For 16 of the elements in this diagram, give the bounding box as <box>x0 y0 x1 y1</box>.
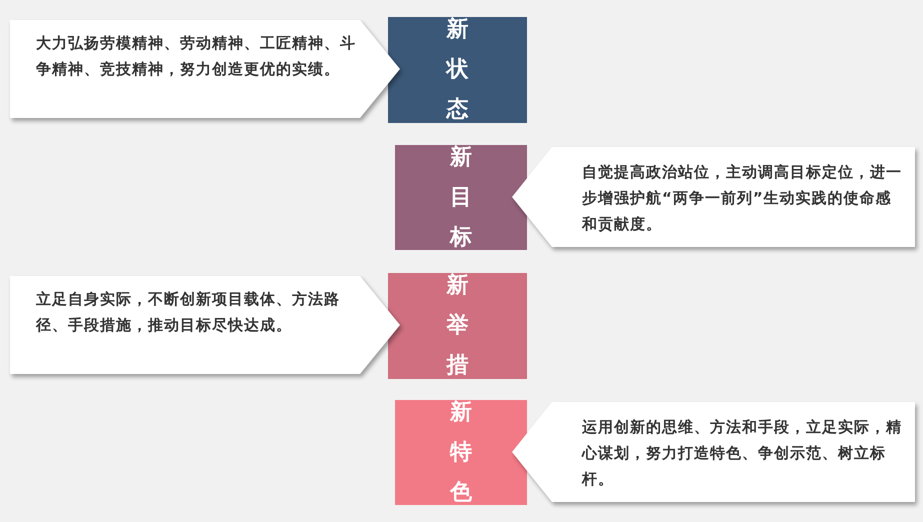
heading-tab <box>395 145 527 250</box>
callout-card <box>10 20 400 118</box>
callout-card <box>512 402 915 502</box>
tab-label: 新举措 <box>446 272 470 380</box>
card-text: 运用创新的思维、方法和手段，立足实际，精心谋划，努力打造特色、争创示范、树立标杆。 <box>582 417 902 490</box>
tab-label: 新特色 <box>449 398 473 506</box>
tab-label: 新目标 <box>449 144 473 252</box>
heading-tab <box>395 400 527 505</box>
card-text: 大力弘扬劳模精神、劳动精神、工匠精神、斗争精神、竞技精神，努力创造更优的实绩。 <box>36 33 356 80</box>
callout-card <box>512 147 915 247</box>
heading-tab <box>388 17 527 123</box>
callout-card <box>10 276 400 374</box>
card-text: 立足自身实际，不断创新项目载体、方法路径、手段措施，推动目标尽快达成。 <box>36 289 341 336</box>
card-text: 自觉提高政治站位，主动调高目标定位，进一步增强护航“两争一前列”生动实践的使命感和贡献度。 <box>582 162 902 235</box>
tab-label: 新状态 <box>446 16 470 124</box>
heading-tab <box>388 273 527 379</box>
